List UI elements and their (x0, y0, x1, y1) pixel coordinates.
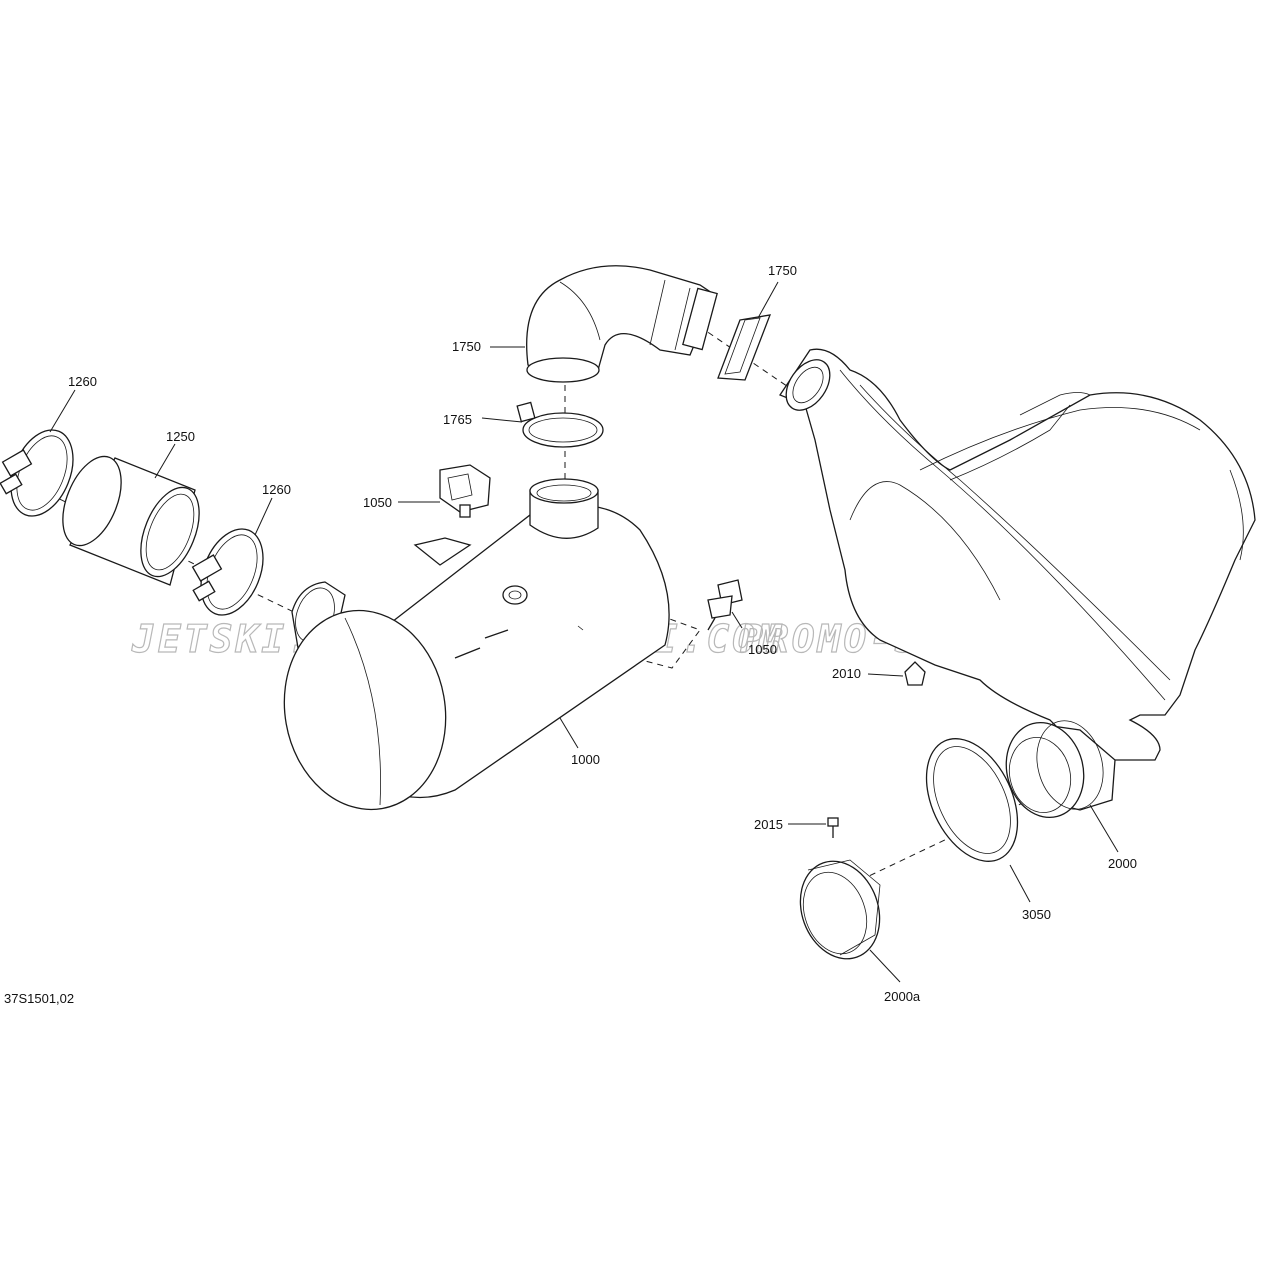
callout-1260-right: 1260 (262, 482, 291, 497)
hose-coupler (62, 455, 200, 586)
diagram-reference-code: 37S1501,02 (4, 991, 74, 1006)
callout-1000: 1000 (571, 752, 600, 767)
callout-1250: 1250 (166, 429, 195, 444)
callout-1765: 1765 (443, 412, 472, 427)
callout-1260-left: 1260 (68, 374, 97, 389)
callout-1750-gasket: 1750 (768, 263, 797, 278)
callout-3050: 3050 (1022, 907, 1051, 922)
callouts: 1260 1250 1260 1750 1750 1765 1050 1050 … (68, 263, 1137, 1004)
temperature-sensor (707, 579, 743, 631)
leader-lines (49, 281, 1119, 983)
callout-2000: 2000 (1108, 856, 1137, 871)
outlet-nut (799, 859, 881, 960)
drain-cap (904, 661, 926, 686)
hose-clamp-left (0, 429, 74, 517)
callout-2010: 2010 (832, 666, 861, 681)
exhaust-gasket (717, 314, 772, 381)
hose-clamp-right (191, 528, 264, 616)
callout-1050-connector: 1050 (363, 495, 392, 510)
callout-2000a: 2000a (884, 989, 921, 1004)
sensor-connector (439, 464, 491, 518)
exhaust-elbow (526, 265, 718, 383)
callout-1050-sensor: 1050 (748, 642, 777, 657)
muffler (283, 478, 670, 811)
resonator-box (779, 348, 1256, 819)
callout-2015: 2015 (754, 817, 783, 832)
retaining-screw (827, 817, 839, 838)
callout-1750-elbow: 1750 (452, 339, 481, 354)
outlet-gasket (925, 738, 1019, 862)
elbow-clamp (516, 401, 604, 448)
